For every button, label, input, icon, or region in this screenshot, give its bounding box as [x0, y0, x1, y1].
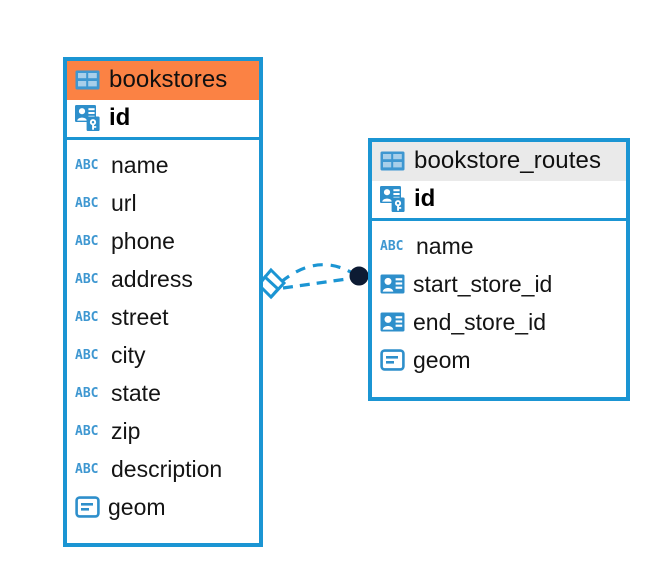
abc-text-icon: ABC — [380, 238, 404, 254]
entity-bookstores[interactable]: bookstores id ABC name — [63, 57, 263, 547]
entity-header-bookstores[interactable]: bookstores — [67, 61, 259, 100]
field-label: description — [111, 455, 223, 482]
entity-name-label: bookstore_routes — [414, 147, 602, 174]
abc-text-icon: ABC — [75, 461, 99, 477]
table-icon — [380, 151, 405, 171]
abc-text-icon: ABC — [75, 385, 99, 401]
field-row-start-store-id[interactable]: start_store_id — [380, 265, 618, 303]
field-label: phone — [111, 227, 175, 254]
geometry-icon — [380, 349, 405, 371]
field-row-phone[interactable]: ABC phone — [75, 222, 251, 260]
field-label: street — [111, 303, 169, 330]
primary-key-label: id — [109, 104, 131, 131]
field-label: start_store_id — [413, 270, 553, 297]
table-icon — [75, 70, 100, 90]
primary-key-icon — [75, 105, 100, 131]
abc-text-icon: ABC — [75, 233, 99, 249]
field-label: url — [111, 189, 137, 216]
field-row-url[interactable]: ABC url — [75, 184, 251, 222]
field-label: end_store_id — [413, 308, 546, 335]
field-row-primary-key[interactable]: id — [67, 100, 259, 140]
filled-circle-marker — [349, 266, 369, 286]
field-row-name[interactable]: ABC name — [75, 146, 251, 184]
abc-text-icon: ABC — [75, 309, 99, 325]
primary-key-icon — [380, 186, 405, 212]
field-label: geom — [413, 346, 471, 373]
field-row-address[interactable]: ABC address — [75, 260, 251, 298]
relationship-line-straight — [282, 276, 355, 290]
field-row-street[interactable]: ABC street — [75, 298, 251, 336]
field-row-end-store-id[interactable]: end_store_id — [380, 303, 618, 341]
field-row-zip[interactable]: ABC zip — [75, 412, 251, 450]
field-label: city — [111, 341, 146, 368]
field-label: geom — [108, 493, 166, 520]
field-row-geom[interactable]: geom — [75, 488, 251, 526]
field-row-name[interactable]: ABC name — [380, 227, 618, 265]
entity-fields-bookstores: ABC name ABC url ABC phone ABC address A… — [67, 140, 259, 533]
field-row-city[interactable]: ABC city — [75, 336, 251, 374]
entity-fields-bookstore-routes: ABC name start_store_id — [372, 221, 626, 386]
field-label: zip — [111, 417, 141, 444]
abc-text-icon: ABC — [75, 271, 99, 287]
abc-text-icon: ABC — [75, 157, 99, 173]
entity-header-bookstore-routes[interactable]: bookstore_routes — [372, 142, 626, 181]
entity-bookstore-routes[interactable]: bookstore_routes id ABC name — [368, 138, 630, 401]
geometry-icon — [75, 496, 100, 518]
entity-name-label: bookstores — [109, 66, 228, 93]
field-row-primary-key[interactable]: id — [372, 181, 626, 221]
abc-text-icon: ABC — [75, 347, 99, 363]
abc-text-icon: ABC — [75, 195, 99, 211]
foreign-key-icon — [380, 312, 405, 332]
field-row-geom[interactable]: geom — [380, 341, 618, 379]
field-label: address — [111, 265, 193, 292]
field-label: name — [416, 232, 474, 259]
primary-key-label: id — [414, 185, 436, 212]
relationship-line-arc — [279, 263, 355, 284]
field-row-state[interactable]: ABC state — [75, 374, 251, 412]
field-row-description[interactable]: ABC description — [75, 450, 251, 488]
field-label: name — [111, 151, 169, 178]
foreign-key-icon — [380, 274, 405, 294]
field-label: state — [111, 379, 161, 406]
abc-text-icon: ABC — [75, 423, 99, 439]
